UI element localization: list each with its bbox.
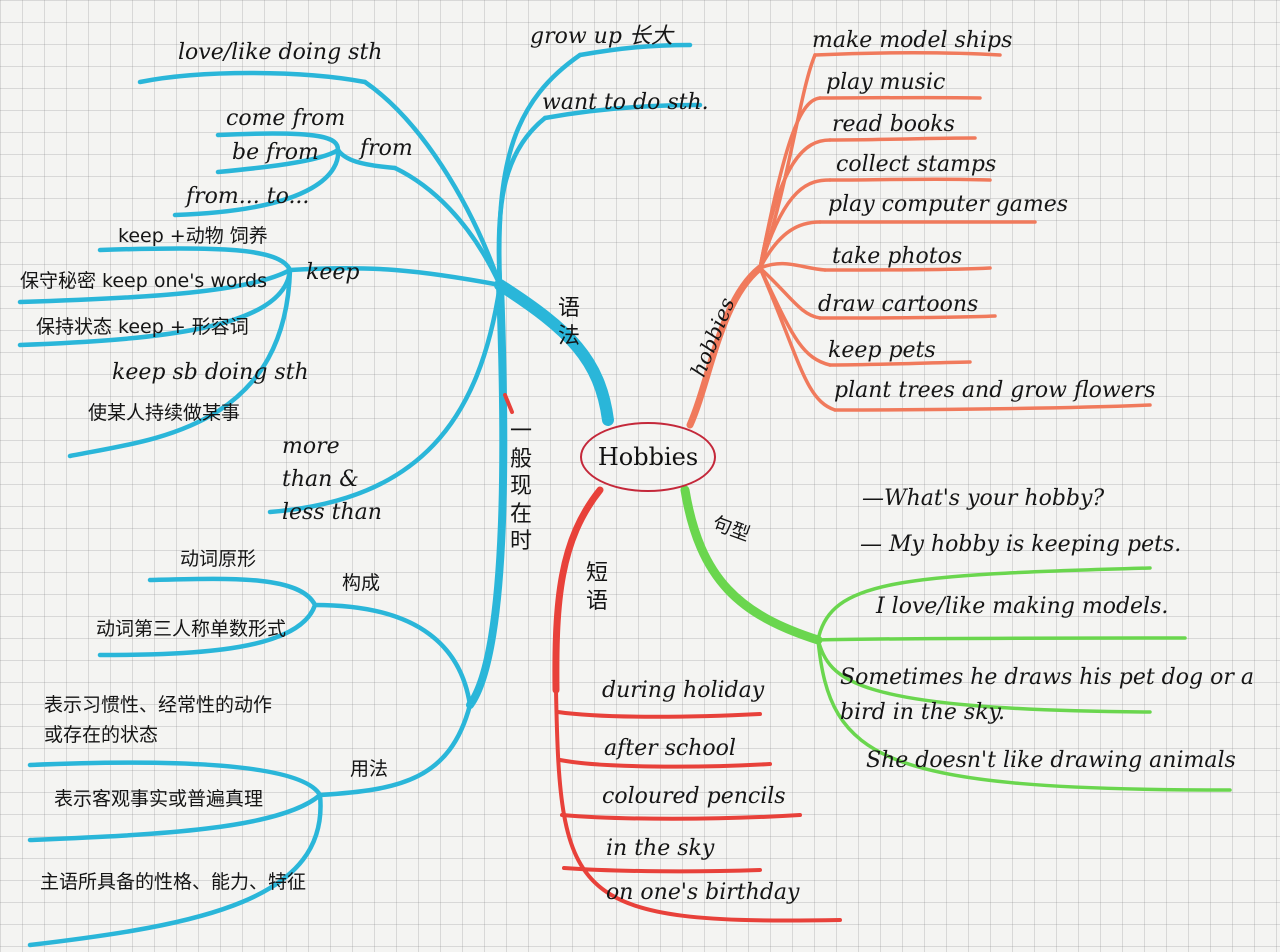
grammar-form-item: 动词第三人称单数形式 xyxy=(96,618,287,640)
grammar-form-label: 构成 xyxy=(342,572,381,594)
grammar-branch-lines xyxy=(17,42,703,948)
sentence-item: She doesn't like drawing animals xyxy=(866,748,1236,773)
hobby-item: plant trees and grow flowers xyxy=(834,378,1156,403)
grammar-form-item: 动词原形 xyxy=(180,548,257,570)
grammar-keep-item: 保持状态 keep + 形容词 xyxy=(36,316,249,338)
grammar-keep-item: 使某人持续做某事 xyxy=(88,402,241,424)
grammar-keep-item: keep sb doing sth xyxy=(112,360,309,385)
grammar-from-item: be from xyxy=(232,140,319,165)
phrases-branch-lines xyxy=(552,486,842,923)
phrase-item: after school xyxy=(604,736,736,761)
sentence-item: — My hobby is keeping pets. xyxy=(860,532,1182,557)
grammar-from-item: come from xyxy=(226,106,346,131)
grammar-keep-item: 保守秘密 keep one's words xyxy=(20,270,267,292)
hobby-item: keep pets xyxy=(828,338,936,363)
grammar-from-item: from... to... xyxy=(186,184,310,209)
grammar-love-like: love/like doing sth xyxy=(178,40,383,65)
grammar-usage-item: 表示客观事实或普遍真理 xyxy=(54,788,264,810)
sentence-item: I love/like making models. xyxy=(876,594,1169,619)
grammar-grow-up: grow up 长大 xyxy=(530,24,673,49)
branch-label-present-tense: 一般现在时 xyxy=(509,419,532,554)
grammar-keep-item: keep +动物 饲养 xyxy=(118,225,268,247)
grammar-from-label: from xyxy=(360,136,413,161)
grammar-usage-item: 主语所具备的性格、能力、特征 xyxy=(40,871,307,893)
hobby-item: make model ships xyxy=(812,28,1013,53)
hobby-item: play music xyxy=(826,70,946,95)
center-node-hobbies: Hobbies xyxy=(580,422,716,492)
phrase-item: on one's birthday xyxy=(606,880,800,905)
grammar-usage-label: 用法 xyxy=(350,758,389,780)
hobby-item: read books xyxy=(832,112,955,137)
sentences-branch-lines xyxy=(680,485,1232,792)
sentence-item: Sometimes he draws his pet dog or a bird… xyxy=(840,665,1254,726)
phrase-item: in the sky xyxy=(606,836,715,861)
hobby-item: collect stamps xyxy=(836,152,997,177)
grammar-more-less-than: more than & less than xyxy=(282,434,382,525)
branch-label-grammar: 语法 xyxy=(557,296,580,349)
hobby-item: play computer games xyxy=(828,192,1069,217)
hobby-item: draw cartoons xyxy=(818,292,979,317)
hobby-item: take photos xyxy=(832,244,963,269)
phrase-item: during holiday xyxy=(602,678,765,703)
sentence-item: —What's your hobby? xyxy=(862,486,1105,511)
hobbies-branch-lines xyxy=(686,51,1152,429)
grammar-want-to: want to do sth. xyxy=(542,90,709,115)
grammar-usage-item: 表示习惯性、经常性的动作或存在的状态 xyxy=(44,694,273,747)
phrase-item: coloured pencils xyxy=(602,784,786,809)
branch-label-phrases: 短语 xyxy=(585,561,608,614)
grammar-keep-label: keep xyxy=(306,260,360,285)
